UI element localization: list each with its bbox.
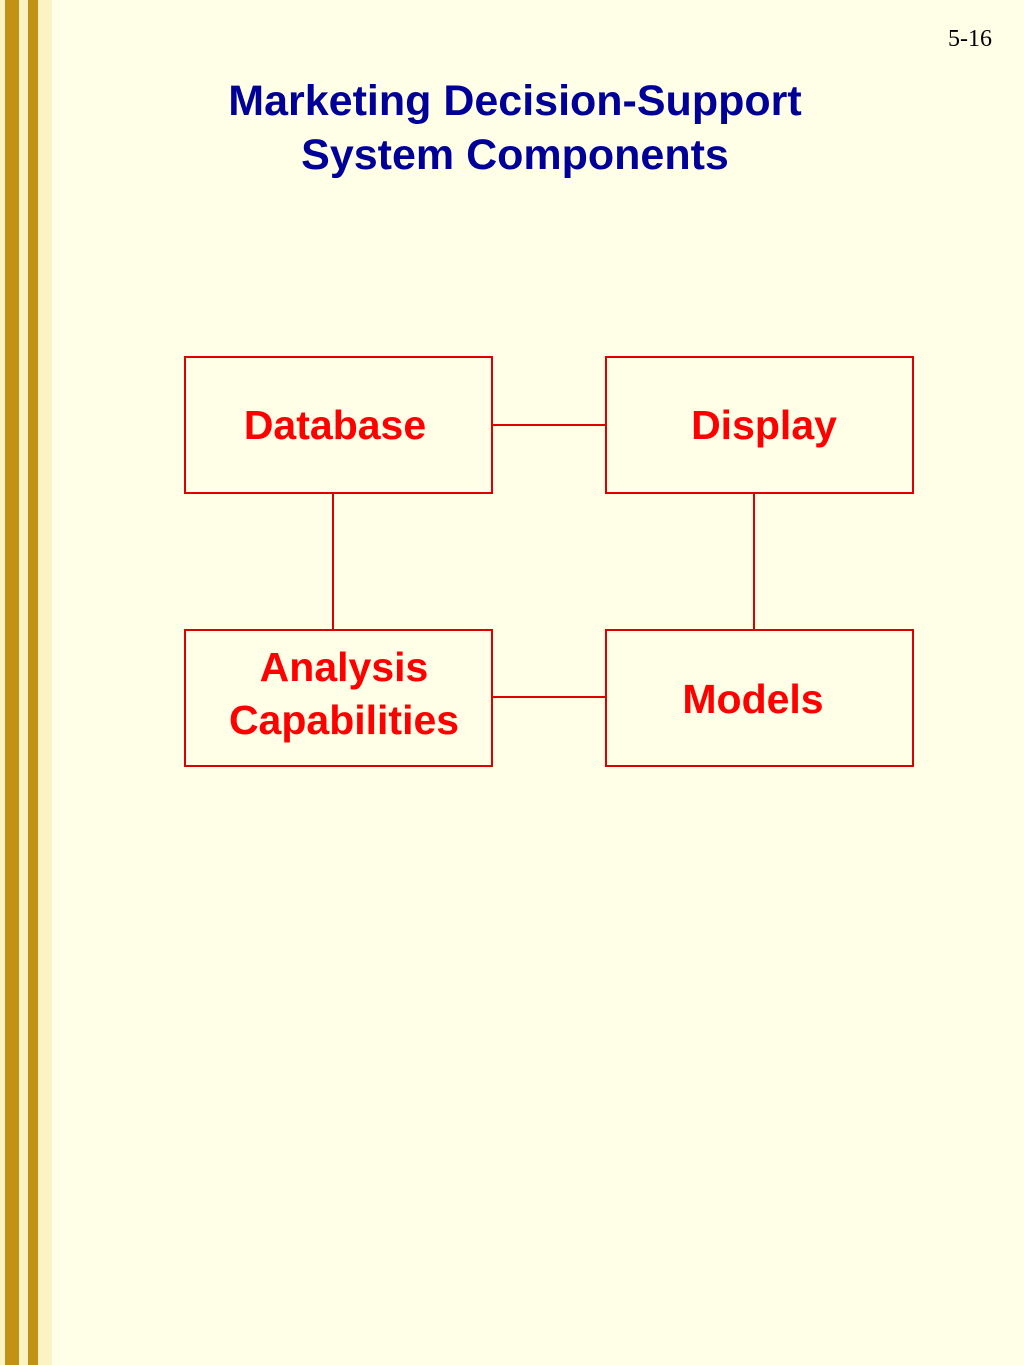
- slide-title-line-1: Marketing Decision-Support: [228, 77, 802, 125]
- margin-stripe-light: [19, 0, 28, 1365]
- node-display-box: [605, 356, 914, 494]
- node-analysis-capabilities-box: [184, 629, 493, 767]
- node-models-label: Models: [682, 676, 823, 722]
- node-display: Display: [605, 356, 914, 494]
- node-analysis-label-line-1: Analysis: [260, 644, 429, 690]
- node-models-box: [605, 629, 914, 767]
- node-database-box: [184, 356, 493, 494]
- node-models: Models: [605, 629, 914, 767]
- slide-title-line-2: System Components: [301, 131, 729, 179]
- page-number: 5-16: [948, 26, 992, 52]
- margin-stripe-gold: [5, 0, 19, 1365]
- margin-stripe-light: [38, 0, 52, 1365]
- margin-stripe-gold: [28, 0, 38, 1365]
- node-database: Database: [184, 356, 493, 494]
- node-analysis-capabilities: Analysis Capabilities: [184, 629, 493, 767]
- node-display-label: Display: [691, 402, 837, 448]
- margin-stripe-light: [0, 0, 5, 1365]
- slide-title: Marketing Decision-Support System Compon…: [150, 74, 880, 182]
- node-database-label: Database: [244, 402, 426, 448]
- node-analysis-label-line-2: Capabilities: [229, 697, 459, 743]
